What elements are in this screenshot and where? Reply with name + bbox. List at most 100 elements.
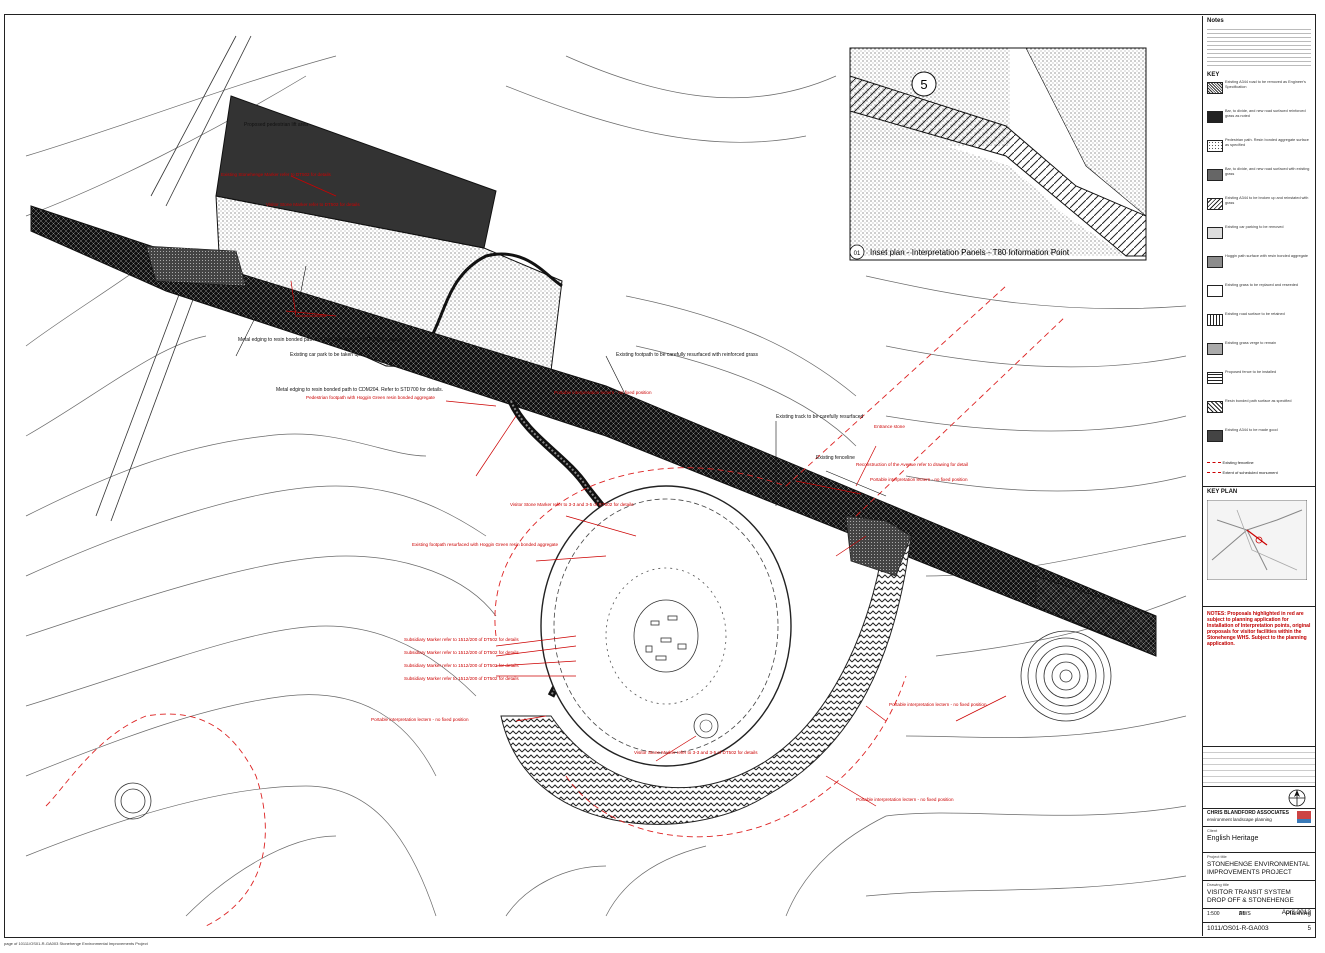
key-swatch — [1207, 169, 1223, 181]
label-track-resurfaced: Existing track to be carefully resurface… — [776, 414, 863, 420]
red-leader-lines — [285, 175, 1007, 807]
drawing-number-block: DWS Planning 1011/OS01-R-GA003 5 — [1203, 910, 1315, 936]
key-item-label: Hoggin path surface with resin bonded ag… — [1225, 254, 1308, 258]
site-plan[interactable]: 5 01 Inset plan - Interpretation Panels … — [6, 16, 1196, 936]
revision-number: 5 — [1307, 926, 1311, 932]
status-value: Planning — [1285, 910, 1311, 917]
key-swatch — [1207, 227, 1223, 239]
key-item-label: Pedestrian path. Resin bonded aggregate … — [1225, 138, 1309, 147]
key-title: KEY — [1207, 72, 1220, 78]
key-swatch — [1207, 285, 1223, 297]
north-arrow-cell — [1203, 786, 1315, 809]
key-item-label: Bar, to divide, and new road surfaced wi… — [1225, 167, 1310, 176]
label-subsidiary-marker-2: Subsidiary Marker refer to 1512/200 of D… — [404, 650, 519, 655]
key-swatch — [1207, 256, 1223, 268]
key-plan: KEY PLAN — [1203, 486, 1315, 606]
date-value: April 2012 — [1281, 909, 1311, 916]
label-visitor-stone-marker-2: Visitor Stone Marker refer to 3-3 and 3-… — [510, 502, 634, 507]
label-pedestrian-footpath: Pedestrian footpath with Hoggin Green re… — [306, 395, 435, 400]
key-item: Resin bonded path surface as specified — [1207, 399, 1311, 419]
key-item: Existing A344 road to be removed as Engi… — [1207, 80, 1311, 100]
key-item: Existing A344 to be made good — [1207, 428, 1311, 448]
sheet-footer: page of 10111/OS01-R-GA003 Stonehenge En… — [4, 941, 148, 946]
firm-subtitle: environment landscape planning — [1207, 816, 1272, 822]
key-item-label: Existing road surface to be retained — [1225, 312, 1285, 316]
label-metal-edging-2: Metal edging to resin bonded path to CDM… — [276, 387, 443, 393]
key-item: Bar, to divide, and new road surfaced wi… — [1207, 167, 1311, 187]
revisions-table — [1203, 746, 1315, 787]
junction-treatment — [145, 245, 247, 287]
label-lectern-5: Portable interpretation lectern - no fix… — [870, 477, 968, 482]
key-item: Existing grass verge to remain — [1207, 341, 1311, 361]
key-item: Bar, to divide, and new road surfaced re… — [1207, 109, 1311, 129]
label-lectern-3: Portable interpretation lectern - no fix… — [889, 702, 987, 707]
key-item: Hoggin path surface with resin bonded ag… — [1207, 254, 1311, 274]
key-swatch — [1207, 111, 1223, 123]
key-item-label: Existing A344 to be made good — [1225, 428, 1278, 432]
drawn-by: DWS — [1239, 911, 1251, 917]
black-leader-lines — [235, 265, 887, 506]
scale-value: 1:500 — [1207, 911, 1220, 917]
key-item: Pedestrian path. Resin bonded aggregate … — [1207, 138, 1311, 158]
key-swatch — [1207, 401, 1223, 413]
inset-plan[interactable]: 5 01 Inset plan - Interpretation Panels … — [849, 47, 1147, 261]
key-swatch — [1207, 343, 1223, 355]
firm-name: CHRIS BLANDFORD ASSOCIATES — [1207, 810, 1289, 816]
red-planning-notes: NOTES: Proposals highlighted in red are … — [1203, 606, 1315, 746]
turning-loop — [424, 252, 563, 347]
label-lift-area: Proposed pedestrian lift area — [244, 122, 308, 128]
project-block: Project title STONEHENGE ENVIRONMENTAL I… — [1203, 852, 1315, 880]
drawing-number: 1011/OS01-R-GA003 — [1207, 925, 1269, 932]
road-end-treatment — [1035, 575, 1157, 657]
notes-text-block — [1207, 26, 1311, 66]
label-lectern-4: Portable interpretation lectern - no fix… — [856, 797, 954, 802]
key-item: Existing grass to be replaced and reseed… — [1207, 283, 1311, 303]
key-plan-title: KEY PLAN — [1207, 489, 1238, 495]
sheet-frame — [4, 14, 1316, 938]
stonehenge-monument[interactable] — [540, 485, 792, 767]
label-footpath-resurfaced: Existing footpath to be carefully resurf… — [616, 352, 759, 358]
key-item-label: Resin bonded path surface as specified — [1225, 399, 1292, 403]
key-item-label: Existing A344 to be broken up and reinst… — [1225, 196, 1309, 205]
label-subsidiary-marker-3: Subsidiary Marker refer to 1512/200 of D… — [404, 663, 519, 668]
key-plan-map — [1207, 499, 1307, 580]
label-visitor-stone-marker-1: Visitor Stone Marker refer to DT502 for … — [266, 202, 360, 207]
label-metal-edging-1: Metal edging to resin bonded path to CDM… — [238, 337, 405, 343]
drawing-title-block: Drawing title VISITOR TRANSIT SYSTEM DRO… — [1203, 880, 1315, 908]
firm-block: CHRIS BLANDFORD ASSOCIATES environment l… — [1203, 808, 1315, 826]
key-swatch — [1207, 82, 1223, 94]
label-stonehenge-marker: Existing Stonehenge Marker refer to DT50… — [221, 172, 331, 177]
label-fenceline: Existing fenceline — [816, 455, 855, 461]
firm-logo-icon — [1297, 811, 1311, 823]
notes-title: Notes — [1207, 18, 1224, 24]
key-item-label: Existing A344 road to be removed as Engi… — [1225, 80, 1306, 89]
label-visitor-stone-marker-3: Visitor Stone Marker refer to 3-3 and 3-… — [634, 750, 758, 755]
label-car-park: Existing car park to be taken up — [290, 352, 360, 358]
drawing-title: VISITOR TRANSIT SYSTEM DROP OFF & STONEH… — [1207, 888, 1294, 904]
road-lines — [95, 35, 252, 522]
scheduled-monument-boundary — [45, 285, 1067, 927]
label-avenue-reconstruction: Reconstruction of the Avenue refer to dr… — [856, 462, 968, 467]
key-item-label: Existing grass verge to remain — [1225, 341, 1277, 345]
key-swatch — [1207, 198, 1223, 210]
inset-title: Inset plan - Interpretation Panels - T80… — [870, 248, 1070, 257]
key-swatch — [1207, 372, 1223, 384]
key-item: Existing A344 to be broken up and reinst… — [1207, 196, 1311, 216]
key-item-label: Existing grass to be replaced and reseed… — [1225, 283, 1299, 287]
key-item: Existing road surface to be retained — [1207, 312, 1311, 332]
label-lectern-1: Portable interpretation lectern - no fix… — [554, 390, 652, 395]
inset-number: 01 — [854, 251, 861, 257]
project-title: STONEHENGE ENVIRONMENTAL IMPROVEMENTS PR… — [1207, 860, 1310, 876]
key-item-label: Existing car parking to be removed — [1225, 225, 1284, 229]
footpath-hatch — [510, 400, 630, 697]
size-value: A1 — [1239, 911, 1246, 917]
key-item-label: Bar, to divide, and new road surfaced re… — [1225, 109, 1306, 118]
contour-lines — [25, 55, 1187, 917]
key-item-label: Proposed fence to be installed — [1225, 370, 1277, 374]
key-item: Existing car parking to be removed — [1207, 225, 1311, 245]
label-subsidiary-marker-1: Subsidiary Marker refer to 1512/200 of D… — [404, 637, 519, 642]
avenue-crossing — [845, 515, 912, 577]
small-barrow — [114, 782, 152, 820]
key-item: Proposed fence to be installed — [1207, 370, 1311, 390]
